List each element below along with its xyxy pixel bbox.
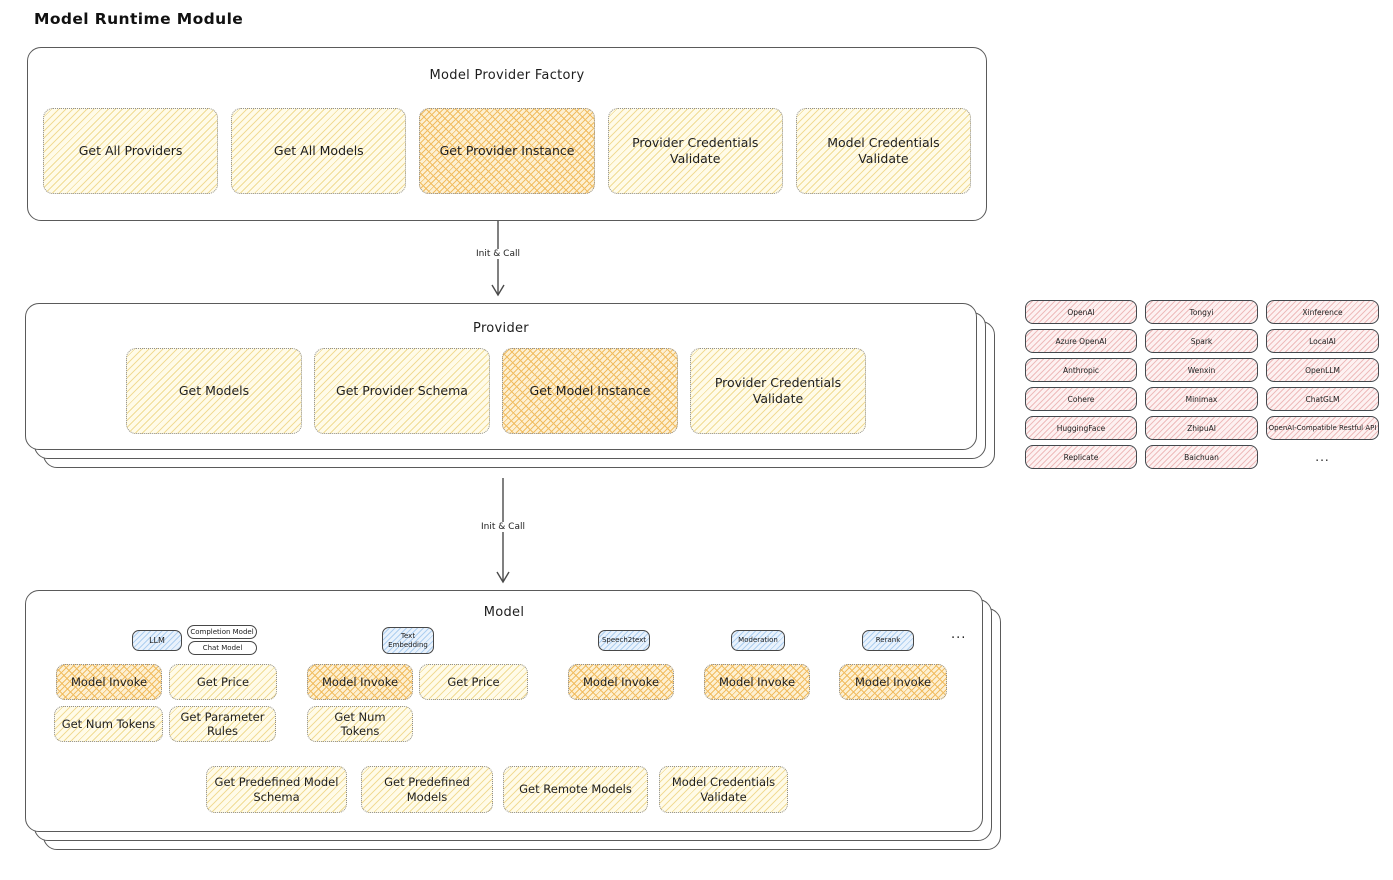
provider-pill-openai: OpenAI (1025, 300, 1137, 324)
provider-pill-xinference: Xinference (1266, 300, 1379, 324)
factory-get-all-models-box: Get All Models (231, 108, 407, 194)
provider-pill-huggingface: HuggingFace (1025, 416, 1137, 440)
rerank-model-invoke-box: Model Invoke (839, 664, 947, 700)
provider-grid-ellipsis: ... (1315, 450, 1330, 464)
completion-model-tag: Completion Model (187, 625, 257, 639)
provider-function-row: Get Models Get Provider Schema Get Model… (126, 348, 866, 434)
model-provider-factory-box: Model Provider Factory Get All Providers… (27, 47, 987, 221)
provider-get-provider-schema-box: Get Provider Schema (314, 348, 490, 434)
llm-tag: LLM (132, 630, 182, 651)
speech2text-model-invoke-box: Model Invoke (568, 664, 674, 700)
provider-pill-replicate: Replicate (1025, 445, 1137, 469)
factory-model-credentials-validate-box: Model Credentials Validate (795, 108, 972, 194)
speech2text-tag: Speech2text (598, 630, 650, 651)
llm-get-price-box: Get Price (169, 664, 277, 700)
model-stack-sheet-front: Model LLM Completion Model Chat Model Te… (25, 590, 983, 832)
text-embedding-model-invoke-box: Model Invoke (307, 664, 413, 700)
init-call-arrow-1: Init & Call (473, 221, 523, 297)
llm-get-num-tokens-box: Get Num Tokens (54, 706, 163, 742)
provider-box: Provider Get Models Get Provider Schema … (25, 303, 995, 468)
text-embedding-tag: Text Embedding (382, 627, 434, 654)
get-remote-models-box: Get Remote Models (503, 766, 648, 813)
provider-credentials-validate-box: Provider Credentials Validate (690, 348, 866, 434)
provider-title: Provider (473, 321, 529, 336)
factory-function-row: Get All Providers Get All Models Get Pro… (43, 108, 972, 194)
init-call-label: Init & Call (478, 522, 528, 532)
provider-pill-localai: LocalAI (1266, 329, 1379, 353)
provider-pill-anthropic: Anthropic (1025, 358, 1137, 382)
text-embedding-get-price-box: Get Price (419, 664, 528, 700)
factory-title: Model Provider Factory (429, 68, 585, 83)
moderation-model-invoke-box: Model Invoke (704, 664, 810, 700)
arrow-line-icon (491, 221, 505, 297)
moderation-tag: Moderation (731, 630, 785, 651)
provider-get-model-instance-box: Get Model Instance (502, 348, 678, 434)
provider-get-models-box: Get Models (126, 348, 302, 434)
text-embedding-get-num-tokens-box: Get Num Tokens (307, 706, 413, 742)
init-call-arrow-2: Init & Call (478, 478, 528, 584)
chat-model-tag: Chat Model (188, 641, 257, 655)
provider-pill-zhipuai: ZhipuAI (1145, 416, 1258, 440)
provider-implementations-grid: OpenAI Tongyi Xinference Azure OpenAI Sp… (1025, 300, 1379, 469)
provider-pill-chatglm: ChatGLM (1266, 387, 1379, 411)
get-predefined-model-schema-box: Get Predefined Model Schema (206, 766, 347, 813)
provider-pill-openllm: OpenLLM (1266, 358, 1379, 382)
factory-get-provider-instance-box: Get Provider Instance (419, 108, 595, 194)
model-box: Model LLM Completion Model Chat Model Te… (25, 590, 1001, 850)
model-credentials-validate-box: Model Credentials Validate (659, 766, 788, 813)
provider-pill-spark: Spark (1145, 329, 1258, 353)
model-title: Model (483, 605, 525, 620)
factory-provider-credentials-validate-box: Provider Credentials Validate (607, 108, 783, 194)
llm-model-invoke-box: Model Invoke (56, 664, 162, 700)
get-predefined-models-box: Get Predefined Models (361, 766, 493, 813)
llm-get-parameter-rules-box: Get Parameter Rules (169, 706, 276, 742)
provider-pill-wenxin: Wenxin (1145, 358, 1258, 382)
provider-pill-minimax: Minimax (1145, 387, 1258, 411)
provider-pill-baichuan: Baichuan (1145, 445, 1258, 469)
page-title: Model Runtime Module (34, 10, 244, 28)
rerank-tag: Rerank (862, 630, 914, 651)
provider-pill-openai-compatible: OpenAI-Compatible Restful API (1266, 416, 1379, 440)
provider-pill-tongyi: Tongyi (1145, 300, 1258, 324)
model-types-ellipsis: ... (951, 627, 967, 642)
factory-get-all-providers-box: Get All Providers (43, 108, 219, 194)
provider-pill-azure-openai: Azure OpenAI (1025, 329, 1137, 353)
provider-stack-sheet-front: Provider Get Models Get Provider Schema … (25, 303, 977, 450)
provider-pill-cohere: Cohere (1025, 387, 1137, 411)
init-call-label: Init & Call (473, 249, 523, 259)
